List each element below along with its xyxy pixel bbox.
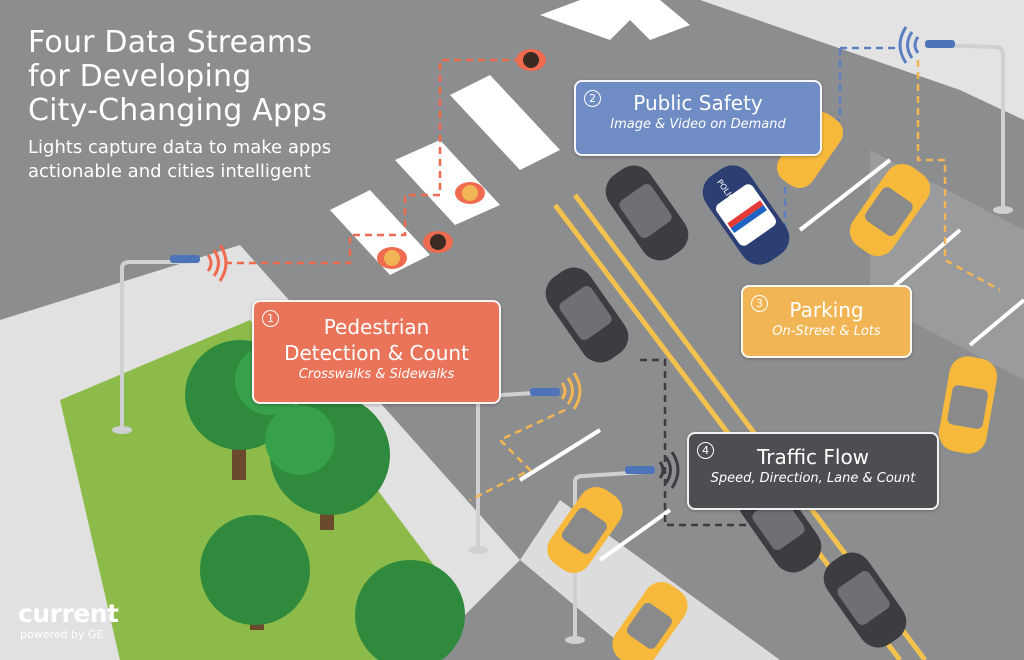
park-grass bbox=[60, 320, 460, 660]
title-line: for Developing bbox=[28, 59, 252, 94]
subtitle-line: actionable and cities intelligent bbox=[28, 161, 311, 182]
card-parking: 3 Parking On-Street & Lots bbox=[741, 285, 912, 358]
link-parking bbox=[916, 60, 1001, 292]
card-title: Traffic Flow bbox=[756, 445, 870, 469]
card-public-safety: 2 Public Safety Image & Video on Demand bbox=[574, 80, 822, 156]
brand-logo: current powered by GE bbox=[18, 599, 119, 642]
card-subtitle: On-Street & Lots bbox=[772, 324, 881, 339]
lamp-heads bbox=[170, 40, 955, 474]
moving-cars bbox=[545, 165, 907, 648]
card-title: Detection & Count bbox=[284, 341, 469, 365]
card-subtitle: Crosswalks & Sidewalks bbox=[298, 367, 455, 382]
brand-tagline: powered by GE bbox=[20, 628, 104, 641]
stream-number: 1 bbox=[262, 310, 279, 327]
card-title: Parking bbox=[789, 298, 864, 322]
title-line: Four Data Streams bbox=[28, 25, 313, 60]
headline: Four Data Streams for Developing City-Ch… bbox=[28, 26, 331, 184]
subtitle-line: Lights capture data to make apps bbox=[28, 137, 332, 158]
lamp-bases bbox=[112, 206, 1013, 644]
card-subtitle: Image & Video on Demand bbox=[610, 117, 786, 132]
card-title: Pedestrian bbox=[323, 315, 430, 339]
link-pedestrian bbox=[225, 58, 520, 265]
link-parking-2 bbox=[469, 408, 566, 502]
title-line: City-Changing Apps bbox=[28, 93, 328, 128]
crosswalk bbox=[330, 0, 690, 275]
card-traffic-flow: 4 Traffic Flow Speed, Direction, Lane & … bbox=[687, 432, 939, 510]
police-car: POLICE bbox=[702, 165, 790, 265]
link-traffic bbox=[640, 358, 750, 527]
parked-cars bbox=[547, 112, 998, 660]
stream-number: 4 bbox=[697, 442, 714, 459]
card-subtitle: Speed, Direction, Lane & Count bbox=[710, 471, 916, 486]
signal-icon-safety bbox=[898, 26, 920, 64]
parking-lines-lower bbox=[518, 428, 672, 562]
upper-sidewalk bbox=[700, 0, 1024, 120]
card-pedestrian-detection: 1 Pedestrian Detection & Count Crosswalk… bbox=[252, 300, 501, 404]
stream-number: 3 bbox=[751, 295, 768, 312]
parking-lines-right bbox=[798, 158, 1024, 347]
pedestrians bbox=[377, 49, 546, 269]
signal-icon-parking bbox=[560, 372, 582, 410]
signal-wave-icons bbox=[206, 26, 920, 489]
signal-icon-traffic bbox=[658, 451, 680, 489]
card-title: Public Safety bbox=[633, 91, 763, 115]
stream-number: 2 bbox=[584, 90, 601, 107]
brand-name: current bbox=[18, 599, 119, 628]
